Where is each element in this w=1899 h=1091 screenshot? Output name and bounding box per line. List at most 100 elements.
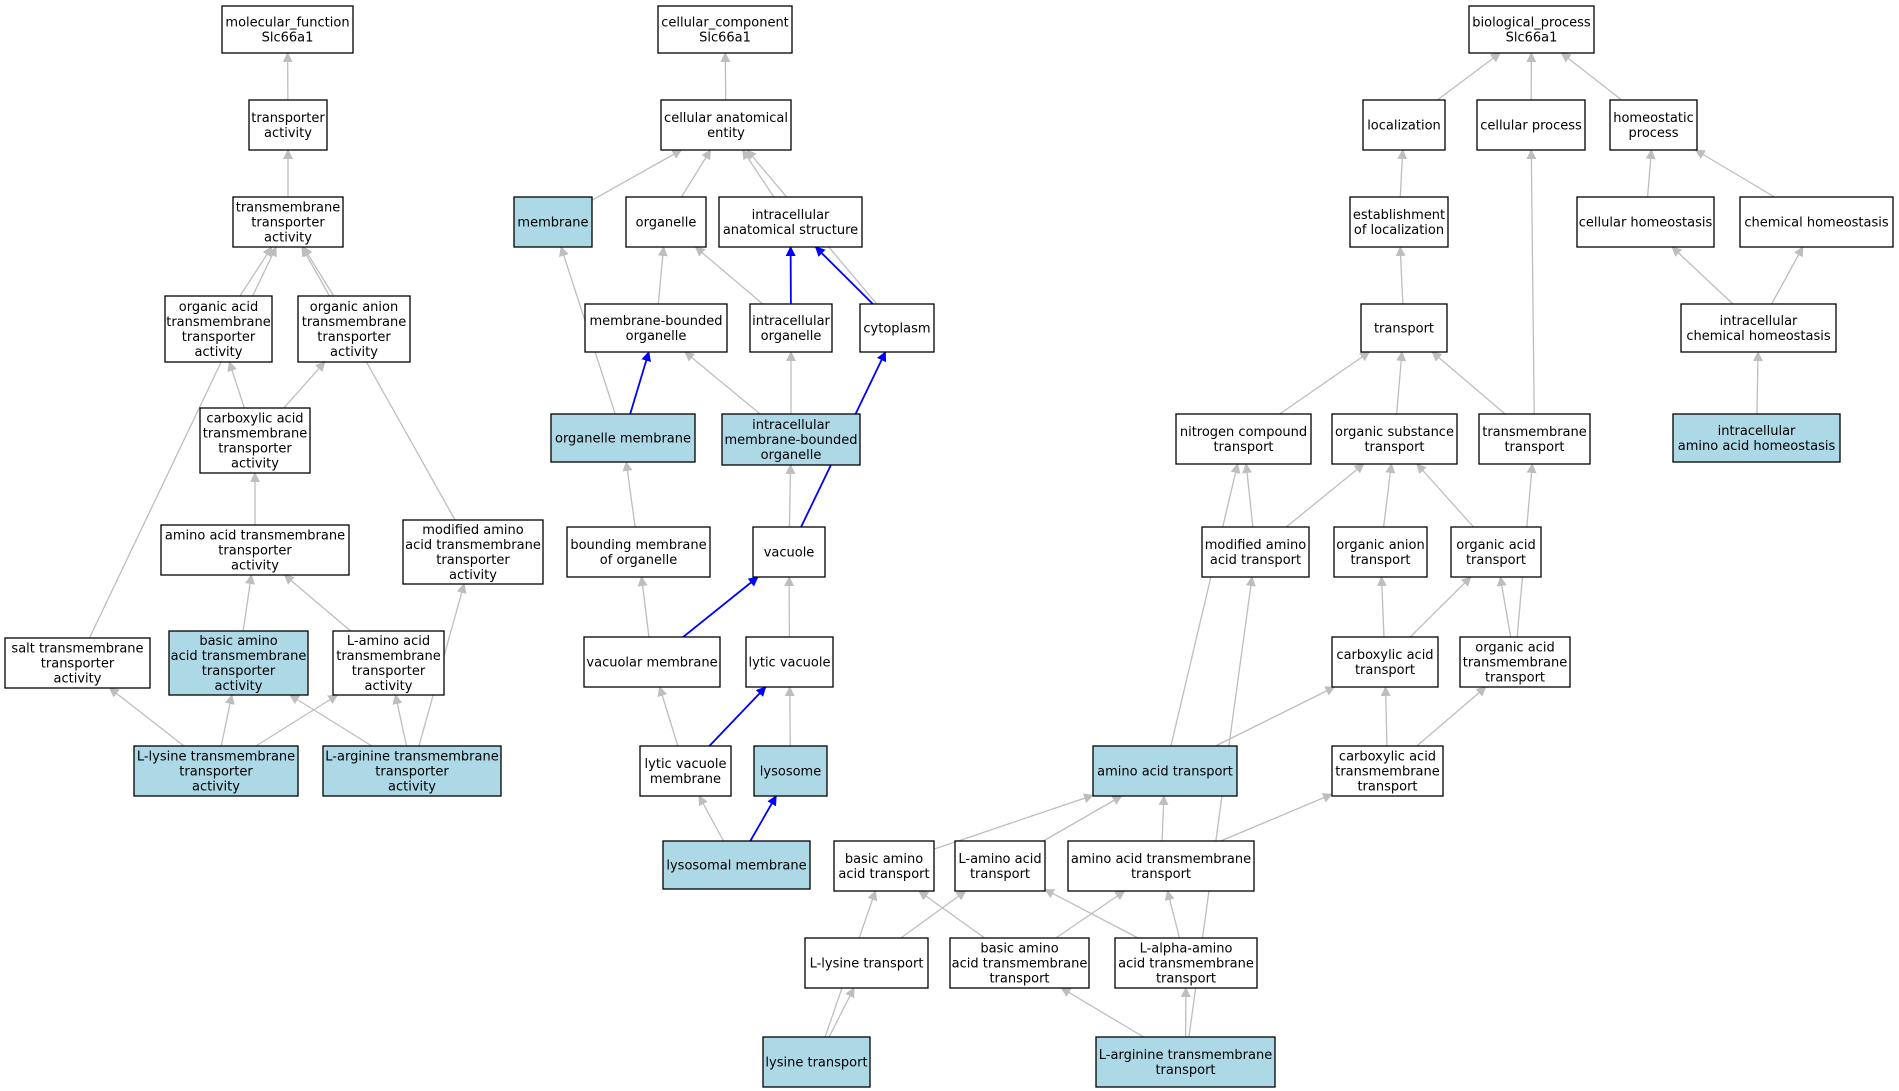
go-term-node-lv[interactable]: lytic vacuole [745,636,834,688]
edge-baatt-to-aatt [1055,890,1126,939]
node-label: vacuole [764,546,815,561]
edge-tmt-to-tr [1431,351,1506,415]
node-label-line: organic substance [1335,425,1454,440]
go-term-node-lysom[interactable]: lysosomal membrane [662,840,811,890]
go-term-node-tr[interactable]: transport [1360,303,1448,353]
go-term-node-vm[interactable]: vacuolar membrane [583,636,721,688]
go-term-node-lyst[interactable]: L-lysine transport [804,937,929,989]
go-term-node-aat[interactable]: amino acid transport [1092,745,1238,797]
node-label-line: membrane [650,772,721,787]
node-box [1680,303,1837,353]
node-label-line: acid transport [1210,553,1301,568]
node-label-line: transport [1355,663,1415,678]
go-term-node-cyto[interactable]: cytoplasm [859,303,935,353]
node-label-line: amino acid homeostasis [1678,439,1836,454]
go-term-node-loc[interactable]: localization [1362,99,1446,151]
node-label-line: L-amino acid [958,852,1041,867]
node-label-line: of organelle [600,553,677,568]
go-term-node-chemh[interactable]: chemical homeostasis [1739,196,1894,248]
node-label-line: organic acid [1475,641,1554,656]
node-box [1672,413,1841,463]
go-term-node-memb[interactable]: membrane [513,196,593,248]
node-label-line: lytic vacuole [645,757,727,772]
edge-oant-to-ost [1382,463,1396,528]
go-term-node-om[interactable]: organelle membrane [550,413,696,463]
node-box [1609,99,1698,151]
node-box [762,1036,871,1088]
node-label-line: vacuolar membrane [586,656,717,671]
edge-ch-to-hp [1645,149,1656,198]
node-label-line: amino acid transmembrane [1071,852,1251,867]
go-term-node-cp[interactable]: cellular process [1476,99,1586,151]
node-label-line: transport [1156,972,1216,987]
edge-ias-to-cae [742,149,775,198]
go-term-node-lyso[interactable]: lysosome [753,745,828,797]
node-box [322,745,502,797]
node-box [833,840,935,892]
node-label: localization [1367,119,1441,134]
edge-cyto-to-ias [814,246,874,305]
go-term-node-lysinet[interactable]: lysine transport [762,1036,871,1088]
node-label-line: bounding membrane [570,538,706,553]
node-label-line: cellular_component [661,16,789,31]
node-label-line: acid transmembrane [1118,957,1254,972]
node-label-line: activity [215,679,263,694]
go-term-node-ch[interactable]: cellular homeostasis [1576,196,1715,248]
node-label-line: Slc66a1 [262,31,314,46]
node-label-line: of localization [1354,223,1444,238]
go-term-node-org[interactable]: organelle [625,196,707,248]
edge-lyso-to-lv [784,686,795,747]
go-term-node-vac[interactable]: vacuole [752,526,826,578]
node-label-line: activity [231,457,279,472]
